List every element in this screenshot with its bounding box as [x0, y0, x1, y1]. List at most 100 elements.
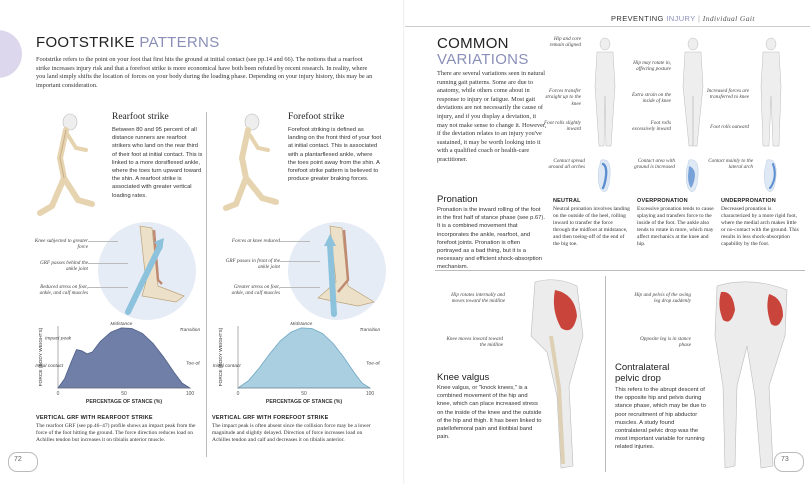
header-section-light: INJURY — [666, 14, 696, 23]
rearfoot-callout-knee: Knee subjected to greater force — [34, 238, 88, 251]
forefoot-chart-caption: The impact peak is often absent since th… — [212, 423, 371, 443]
running-header: PREVENTING INJURY | Individual Gait — [611, 14, 755, 23]
callout-line — [280, 241, 310, 242]
pelvic-drop-heading: Contralateral pelvic drop — [615, 362, 670, 384]
y-axis-label: FORCE (BODY WEIGHTS) — [218, 327, 224, 386]
title-dark: COMMON — [437, 35, 509, 52]
x-tick-label: 100 — [186, 391, 195, 397]
title-light: PATTERNS — [139, 34, 220, 51]
x-tick-label: 50 — [121, 391, 127, 397]
callout-contact-lateral: Contact mainly to the lateral arch — [708, 158, 753, 171]
rearfoot-text: Between 80 and 95 percent of all distanc… — [112, 127, 203, 199]
callout-hip-core-aligned: Hip and core remain aligned — [549, 36, 581, 49]
rearfoot-heading: Rearfoot strike — [112, 112, 169, 122]
header-rule — [405, 26, 810, 27]
x-tick-label: 50 — [301, 391, 307, 397]
page-number-left: 72 — [14, 456, 22, 463]
section-divider-vertical — [605, 276, 606, 472]
variations-intro: There are several variations seen in nat… — [437, 70, 547, 163]
page-title-left: FOOTSTRIKE PATTERNS — [36, 34, 220, 51]
callout-line — [280, 287, 320, 288]
page-number-bubble-left — [8, 452, 38, 472]
callout-hip-rotate: Hip may rotate in, affecting posture — [633, 60, 671, 73]
annotation-label: Initial contact — [213, 363, 242, 369]
pronation-text: Pronation is the inward rolling of the f… — [437, 207, 545, 271]
knee-valgus-figure — [530, 279, 584, 469]
section-divider — [435, 270, 805, 271]
annotation-label: Toe-off — [366, 360, 380, 366]
rearfoot-runner-figure — [37, 113, 95, 216]
callout-hip-rotates: Hip rotates internally and moves toward … — [451, 292, 505, 305]
x-axis-label: PERCENTAGE OF STANCE (%) — [266, 399, 342, 405]
neutral-body-figure — [594, 37, 616, 147]
pelvic-drop-figure — [714, 281, 788, 469]
neutral-footprint — [597, 159, 611, 192]
y-axis-label: FORCE (BODY WEIGHTS) — [38, 327, 44, 386]
underpronation-text: Decreased pronation is characterized by … — [721, 206, 799, 247]
forefoot-chart-caption-head: VERTICAL GRF WITH FOREFOOT STRIKE — [212, 415, 329, 421]
header-subsection: Individual Gait — [702, 14, 755, 23]
callout-contact-increased: Contact area with ground is increased — [634, 158, 675, 171]
page-title-right: COMMON VARIATIONS — [437, 36, 529, 68]
knee-valgus-heading: Knee valgus — [437, 372, 490, 383]
callout-foot-excessively-inward: Foot rolls excessively inward — [632, 120, 671, 133]
callout-line — [88, 263, 128, 264]
x-axis-label: PERCENTAGE OF STANCE (%) — [86, 399, 162, 405]
overpronation-heading: OVERPRONATION — [637, 198, 688, 204]
forefoot-runner-figure — [223, 113, 279, 211]
lavender-tab — [0, 30, 22, 78]
neutral-heading: NEUTRAL — [553, 198, 581, 204]
annotation-label: Initial contact — [35, 363, 64, 369]
callout-foot-outward: Foot rolls outward — [710, 124, 749, 130]
forefoot-heading: Forefoot strike — [288, 112, 345, 122]
rearfoot-callout-stress: Reduced stress on foot, ankle, and calf … — [39, 284, 88, 297]
callout-opposite-leg: Opposite leg is in stance phase — [639, 336, 691, 349]
column-divider — [206, 112, 207, 457]
x-tick-label: 0 — [237, 391, 240, 397]
annotation-label: Midstance — [110, 321, 132, 327]
forefoot-callout-stress: Greater stress on foot, ankle, and calf … — [231, 284, 280, 297]
callout-hip-pelvis-drop: Hip and pelvis of the swing leg drop sud… — [634, 292, 691, 305]
underpronation-footprint — [763, 159, 777, 192]
callout-foot-slightly-inward: Foot rolls slightly inward — [544, 120, 581, 133]
title-light: VARIATIONS — [437, 51, 529, 68]
annotation-label: Transition to toe-off — [359, 327, 380, 333]
overpronation-text: Excessive pronation tends to cause splay… — [637, 206, 714, 247]
rearfoot-leg-diagram — [125, 225, 185, 315]
pelvic-drop-text: This refers to the abrupt descent of the… — [615, 387, 706, 451]
annotation-label: Toe-off — [186, 360, 200, 366]
left-page: FOOTSTRIKE PATTERNS Footstrike refers to… — [0, 30, 386, 472]
callout-line — [280, 261, 320, 262]
forefoot-text: Forefoot striking is defined as landing … — [288, 127, 382, 183]
forefoot-callout-grf: GRF passes in front of the ankle joint — [225, 258, 280, 271]
right-page: PREVENTING INJURY | Individual Gait COMM… — [405, 0, 810, 484]
neutral-text: Neutral pronation involves landing on th… — [553, 206, 630, 247]
pronation-heading: Pronation — [437, 194, 478, 205]
callout-line — [88, 287, 128, 288]
intro-paragraph: Footstrike refers to the point on your f… — [36, 56, 373, 89]
rearfoot-chart-caption: The rearfoot GRF (see pp.46–47) profile … — [36, 423, 196, 443]
annotation-label: Impact peak — [45, 336, 72, 342]
x-tick-label: 100 — [366, 391, 375, 397]
callout-line — [88, 241, 118, 242]
callout-contact-spread: Contact spread around all arches — [548, 158, 585, 171]
title-dark: FOOTSTRIKE — [36, 34, 135, 51]
callout-forces-straight: Forces transfer straight up to the knee — [545, 88, 581, 107]
grf-curve — [57, 327, 192, 389]
header-section: PREVENTING — [611, 14, 664, 23]
callout-extra-strain: Extra strain on the inside of knee — [631, 92, 671, 105]
callout-increased-forces: Increased forces are transferred to knee — [706, 88, 749, 101]
page-number-bubble-right — [774, 452, 804, 472]
underpronation-body-figure — [760, 37, 782, 147]
annotation-label: Transition to toe-off — [179, 327, 200, 333]
forefoot-callout-knee: Forces at knee reduced — [231, 238, 280, 244]
callout-knee-moves: Knee moves inward toward the midline — [446, 336, 503, 349]
page-number-right: 73 — [781, 456, 789, 463]
x-tick-label: 0 — [57, 391, 60, 397]
forefoot-leg-diagram — [317, 225, 375, 317]
overpronation-body-figure — [682, 37, 704, 147]
annotation-label: Midstance — [290, 321, 312, 327]
rearfoot-chart-caption-head: VERTICAL GRF WITH REARFOOT STRIKE — [36, 415, 153, 421]
